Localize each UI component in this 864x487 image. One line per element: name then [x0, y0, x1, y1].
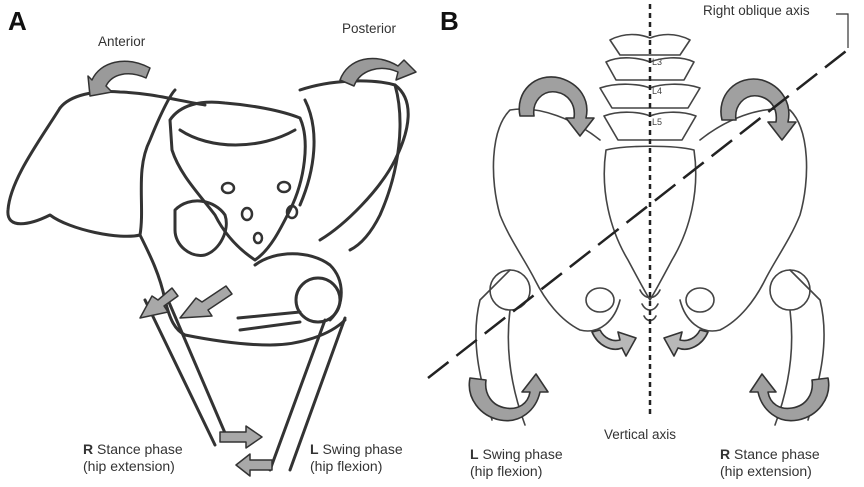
sacral-ridge [178, 128, 297, 147]
panel-a-letter: A [8, 6, 27, 36]
caption-side-letter: L [470, 446, 479, 462]
r-stance-caption: R Stance phase (hip extension) [83, 441, 183, 475]
caption-line-1: Swing phase [478, 446, 563, 462]
right-ilium-edge [348, 83, 402, 252]
anterior-label: Anterior [98, 34, 146, 49]
posterior-rotation-arrow [339, 57, 417, 87]
panel-b-illustration [475, 33, 825, 426]
caption-line-2: (hip extension) [83, 458, 175, 474]
panel-a-arrows [87, 57, 417, 477]
caption-side-letter: R [83, 441, 94, 457]
right-obturator [685, 287, 715, 313]
foramen [240, 206, 254, 222]
femoral-head [294, 276, 342, 324]
right-ilium-inner [298, 98, 316, 207]
femoral-neck [236, 310, 302, 332]
caption-line-1: Stance phase [730, 446, 820, 462]
vertebra-l4 [599, 83, 701, 109]
left-ischium-arrow [591, 329, 637, 357]
caption-line-1: Swing phase [318, 441, 403, 457]
vertebra-label-l4: L4 [652, 86, 663, 96]
left-femur-shaft [268, 318, 327, 472]
vertebra-l2 [609, 33, 691, 56]
caption-side-letter: R [720, 446, 731, 462]
right-femur-shaft [143, 298, 217, 447]
foramen [220, 181, 236, 195]
l-swing-caption-a: L Swing phase (hip flexion) [310, 441, 403, 475]
left-ilium-rim [58, 90, 207, 110]
sacrum-posterior [603, 145, 697, 301]
right-femur-shaft-2 [166, 298, 230, 442]
caption-side-letter: L [310, 441, 319, 457]
right-ilium-posterior [679, 108, 808, 332]
panel-b-letter: B [440, 6, 459, 36]
vertebra-l3 [605, 57, 695, 81]
left-hip-rotation-arrow [468, 373, 549, 422]
vertebra-label-l3: L3 [652, 57, 663, 67]
vertical-axis-label: Vertical axis [604, 427, 677, 442]
left-ilium-posterior [492, 108, 621, 332]
left-femur-shaft-2 [288, 316, 347, 472]
hip-flexion-arrow-upper [179, 285, 233, 319]
hip-extension-arrow-upper [139, 287, 179, 319]
caption-line-1: Stance phase [93, 441, 183, 457]
swing-arrow-lower [235, 453, 273, 477]
foramen [285, 204, 299, 220]
oblique-axis-leader [836, 13, 849, 48]
right-oblique-axis-line [427, 47, 851, 379]
caption-line-2: (hip flexion) [310, 458, 383, 474]
l-swing-caption-b: L Swing phase (hip flexion) [470, 446, 563, 480]
left-obturator [585, 287, 615, 313]
posterior-label: Posterior [342, 21, 397, 36]
vertebra-l5 [603, 111, 697, 141]
right-femoral-head [769, 269, 811, 311]
caption-line-2: (hip extension) [720, 463, 812, 479]
panel-b-arrows [468, 76, 830, 422]
foramen [276, 180, 292, 194]
right-ilium-rotation-arrow [720, 78, 797, 141]
caption-line-2: (hip flexion) [470, 463, 543, 479]
vertebra-label-l5: L5 [652, 117, 663, 127]
right-hip-rotation-arrow [749, 373, 830, 422]
right-ilium-outline [298, 79, 410, 242]
left-ilium-rotation-arrow [518, 76, 595, 137]
anterior-rotation-arrow [87, 60, 151, 97]
obturator [173, 199, 228, 257]
pubis-outline [138, 233, 347, 347]
panel-a-illustration [6, 79, 410, 472]
sacrum-outline [168, 100, 307, 262]
right-ischium-arrow [663, 329, 709, 357]
right-oblique-axis-label: Right oblique axis [703, 3, 810, 18]
foramen [252, 231, 264, 245]
r-stance-caption-b: R Stance phase (hip extension) [720, 446, 820, 480]
left-ilium-outline [6, 88, 177, 238]
stance-arrow-lower [219, 425, 263, 449]
